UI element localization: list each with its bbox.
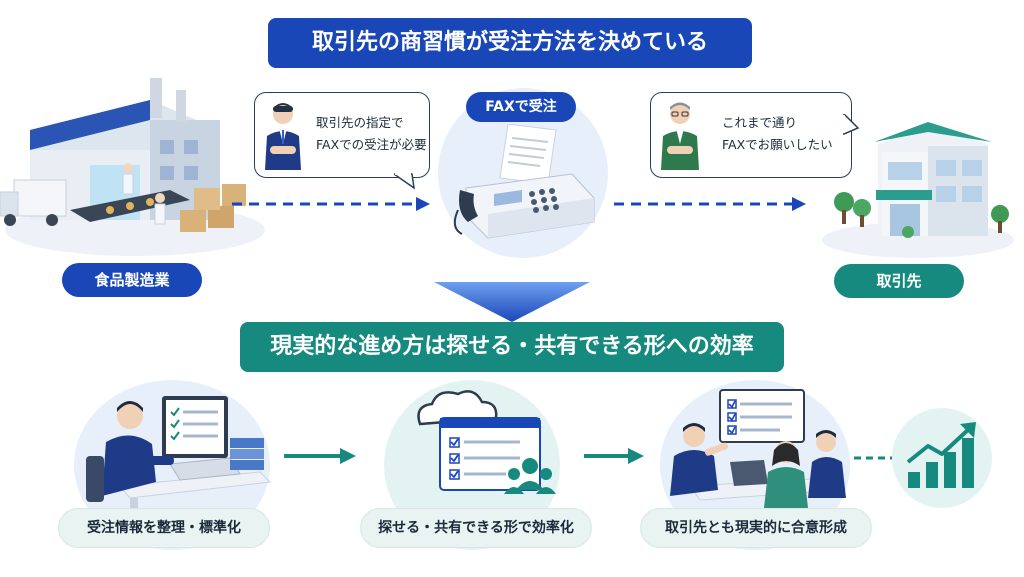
step3-label: 取引先とも現実的に合意形成	[640, 508, 872, 548]
bubble-right-line2: FAXでお願いしたい	[722, 137, 833, 152]
fax-label: FAXで受注	[466, 92, 576, 122]
dashed-arrow-left	[232, 197, 430, 211]
fax-machine-icon	[453, 124, 595, 239]
manufacturer-label: 食品製造業	[62, 263, 202, 297]
section-title: 現実的な進め方は探せる・共有できる形への効率	[240, 322, 784, 372]
growth-chart-icon	[906, 422, 976, 488]
dashed-arrow-right	[614, 197, 806, 211]
person-laptop-icon	[86, 396, 272, 518]
businessman-icon	[265, 103, 301, 170]
down-arrow-icon	[434, 282, 590, 322]
bubble-left-line2: FAXでの受注が必要	[316, 137, 427, 152]
cloud-checklist-icon	[417, 390, 556, 494]
bubble-tail-left	[394, 172, 415, 190]
meeting-people-icon	[670, 389, 846, 508]
teal-arrow-1	[284, 448, 356, 464]
bubble-left-line1: 取引先の指定で	[316, 115, 404, 130]
bubble-tail-right	[842, 114, 860, 136]
elderly-businessman-icon	[661, 102, 699, 170]
step2-label: 探せる・共有できる形で効率化	[360, 508, 592, 548]
teal-dashed-arrow	[854, 456, 898, 460]
page-title: 取引先の商習慣が受注方法を決めている	[268, 18, 752, 68]
bubble-right-line1: これまで通り	[722, 115, 798, 130]
store-building-illustration	[822, 122, 1014, 258]
factory-illustration	[0, 78, 265, 256]
teal-arrow-2	[584, 448, 644, 464]
step1-label: 受注情報を整理・標準化	[58, 508, 270, 548]
partner-label: 取引先	[834, 264, 964, 298]
